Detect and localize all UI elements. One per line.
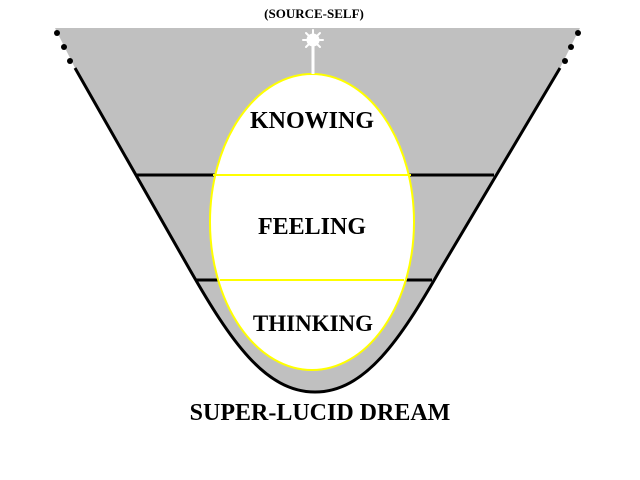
funnel-outline: [73, 67, 562, 394]
top-label: (SOURCE-SELF): [264, 6, 364, 21]
funnel-rim-right-dots: [562, 30, 581, 64]
layer-label-thinking: THINKING: [253, 311, 373, 336]
funnel-rim-left-dots: [54, 30, 73, 64]
layer-label-knowing: KNOWING: [250, 108, 374, 134]
sun-star-icon: [302, 29, 324, 51]
bottom-label: SUPER-LUCID DREAM: [190, 400, 451, 426]
layer-label-feeling: FEELING: [258, 214, 366, 240]
